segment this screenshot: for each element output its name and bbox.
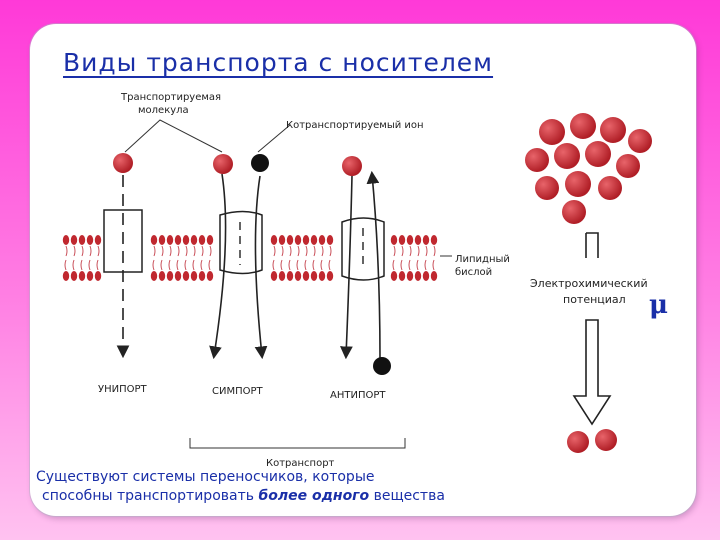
low-concentration-pair (567, 429, 617, 453)
uniport-carrier (103, 175, 143, 359)
cotransport-label: Котранспорт (266, 458, 335, 469)
caption-line-2-start: способны транспортировать (42, 488, 259, 504)
mu-symbol: μ (649, 290, 669, 320)
caption-line-2-end: вещества (369, 488, 445, 504)
cotransported-ion-label: Котранспортируемый ион (286, 120, 424, 131)
gradient-arrow (572, 232, 612, 426)
transported-molecule-antiport (342, 156, 362, 176)
electrochemical-potential-label-1: Электрохимический (530, 277, 648, 290)
caption-line-1: Существуют системы переносчиков, которые (36, 469, 375, 485)
lipid-bilayer-label-1: Липидный (455, 254, 510, 265)
uniport-label: УНИПОРТ (98, 384, 148, 395)
slide-title: Виды транспорта с носителем (63, 48, 494, 77)
high-concentration-cluster (525, 113, 652, 224)
electrochemical-potential-label-2: потенциал (563, 293, 626, 306)
caption-bold-text: более одного (258, 488, 370, 504)
symport-label: СИМПОРТ (212, 386, 264, 397)
symport-carrier (209, 173, 268, 360)
transported-molecule-symport (213, 154, 233, 174)
antiport-label: АНТИПОРТ (330, 390, 386, 401)
transported-molecule-label-2: молекула (138, 105, 189, 116)
cotransported-ion-symport (251, 154, 269, 172)
lipid-bilayer-label-2: бислой (455, 267, 492, 278)
caption-line-2: способны транспортировать более одного в… (36, 487, 636, 506)
molecule-balls (113, 153, 391, 375)
caption: Существуют системы переносчиков, которые… (36, 468, 636, 506)
label-pointer-lines (124, 119, 452, 449)
transported-molecule-label-1: Транспортируемая (120, 92, 221, 103)
antiport-carrier (340, 170, 385, 360)
lipid-bilayer (62, 235, 438, 281)
transported-molecule-uniport (113, 153, 133, 173)
cotransported-ion-antiport (373, 357, 391, 375)
